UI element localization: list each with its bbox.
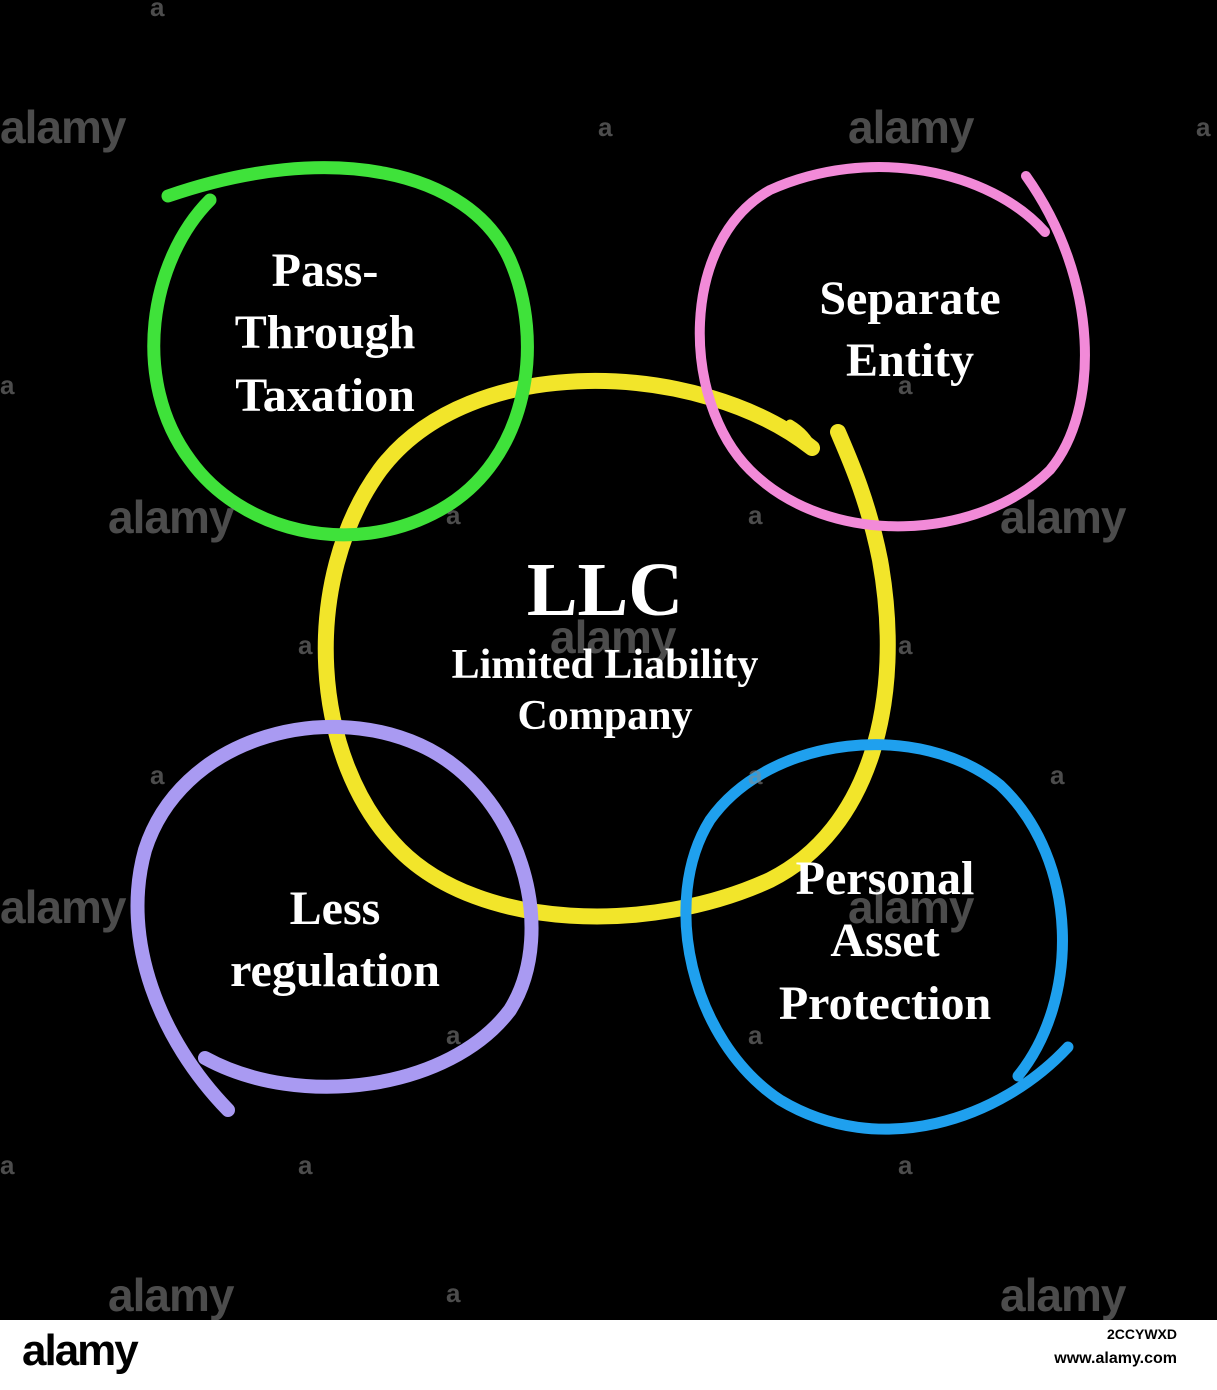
watermark: alamy <box>108 491 234 543</box>
watermark: alamy <box>848 881 974 933</box>
ring-less-regulation <box>130 719 539 1117</box>
watermark-mark: a <box>898 370 913 400</box>
watermark: alamy <box>0 881 126 933</box>
image-id: 2CCYWXD <box>1106 1326 1177 1342</box>
node-text-line: Pass- <box>271 244 379 297</box>
watermark-mark: a <box>748 500 763 530</box>
watermark: alamy <box>108 1269 234 1321</box>
node-text-line: regulation <box>230 944 440 998</box>
watermark-mark: a <box>1050 760 1065 790</box>
center-ring <box>317 372 896 925</box>
center-label: LLC Limited Liability Company <box>380 552 830 742</box>
watermark-mark: a <box>748 1020 763 1050</box>
watermark-mark: a <box>298 1150 313 1180</box>
watermark: alamy <box>1000 1269 1126 1321</box>
watermark-mark: a <box>298 630 313 660</box>
ring-less-regulation-stroke <box>130 719 539 1117</box>
watermark: alamy <box>0 101 126 153</box>
node-text-line: Entity <box>845 334 974 388</box>
node-text-line: Protection <box>778 976 992 1030</box>
node-label-separate-entity: Separate Entity <box>775 268 1045 393</box>
watermark-mark: a <box>898 1150 913 1180</box>
watermark-mark: a <box>150 760 165 790</box>
node-text-line: Less <box>289 882 381 935</box>
footer-url: www.alamy.com <box>1054 1350 1177 1367</box>
watermark-mark: a <box>0 370 15 400</box>
watermark-mark: a <box>446 1020 461 1050</box>
center-ring-tail <box>785 419 817 453</box>
center-ring-stroke <box>317 372 896 925</box>
ring-separate-entity <box>694 162 1090 532</box>
node-text-line: Through <box>234 306 416 360</box>
watermark-mark: a <box>898 630 913 660</box>
node-text-line: Asset <box>830 914 940 968</box>
ring-asset-protection <box>680 739 1074 1135</box>
watermark: alamy <box>848 101 974 153</box>
ring-asset-protection-stroke <box>680 739 1074 1135</box>
watermark: alamy <box>1000 491 1126 543</box>
diagram-rings <box>130 161 1090 1135</box>
footer-bar: alamy 2CCYWXD www.alamy.com <box>0 1320 1217 1390</box>
node-label-less-regulation: Less regulation <box>200 878 470 1003</box>
watermark-mark: a <box>1196 112 1211 142</box>
ring-separate-entity-stroke <box>694 162 1090 532</box>
center-subtitle-line1: Limited Liability <box>451 642 759 688</box>
watermark-mark: a <box>598 112 613 142</box>
node-label-pass-through: Pass- Through Taxation <box>190 240 460 427</box>
node-text-line: Separate <box>819 272 1001 325</box>
watermark-mark: a <box>0 1150 15 1180</box>
watermark-mark: a <box>446 500 461 530</box>
center-title: LLC <box>526 548 684 632</box>
node-label-asset-protection: Personal Asset Protection <box>750 848 1020 1035</box>
watermark: alamy <box>550 611 676 663</box>
node-text-line: Taxation <box>235 368 415 422</box>
ring-pass-through <box>147 161 534 542</box>
diagram-canvas: alamy alamy alamy alamy alamy alamy alam… <box>0 0 1217 1321</box>
watermark-mark: a <box>446 1278 461 1308</box>
footer-logo: alamy <box>22 1326 139 1375</box>
watermark-mark: a <box>748 760 763 790</box>
node-text-line: Personal <box>795 852 975 905</box>
ring-pass-through-stroke <box>147 161 534 542</box>
watermark-mark: a <box>150 0 165 22</box>
center-subtitle-line2: Company <box>517 693 693 740</box>
